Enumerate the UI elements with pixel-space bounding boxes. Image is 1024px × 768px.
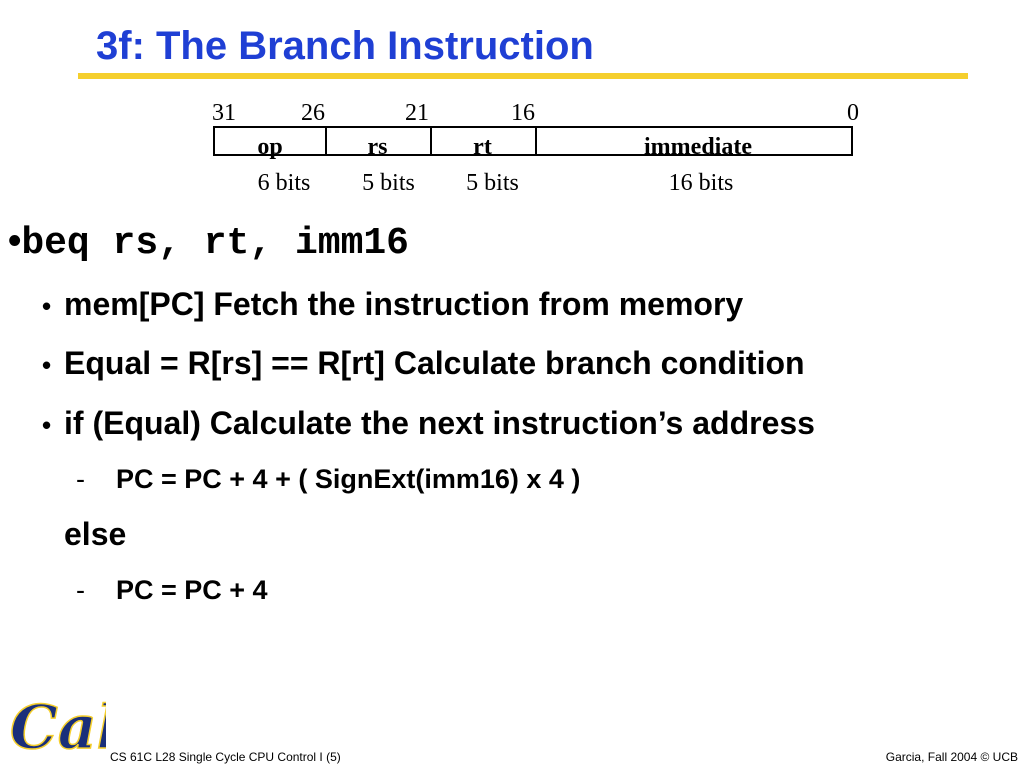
field-immediate: immediate xyxy=(644,134,752,160)
sub-bullet: • Equal = R[rs] == R[rt] Calculate branch… xyxy=(42,343,805,385)
field-divider xyxy=(535,128,537,154)
bit-position-21: 21 xyxy=(405,100,429,126)
field-rt: rt xyxy=(473,134,492,160)
bullet-dot-icon: • xyxy=(42,410,52,440)
bit-position-0: 0 xyxy=(847,100,859,126)
field-immediate-width: 16 bits xyxy=(668,170,734,196)
main-bullet-text: beq rs, rt, imm16 xyxy=(21,222,409,265)
sub-bullet: • mem[PC] Fetch the instruction from memo… xyxy=(42,284,743,326)
footer-credit: Garcia, Fall 2004 © UCB xyxy=(885,750,1018,764)
bit-position-16: 16 xyxy=(511,100,535,126)
cal-logo: Cal xyxy=(9,692,106,764)
bit-position-26: 26 xyxy=(301,100,325,126)
bullet-dot-icon: • xyxy=(42,291,52,321)
field-rs: rs xyxy=(367,134,388,160)
bit-position-31: 31 xyxy=(212,100,236,126)
main-bullet: •beq rs, rt, imm16 xyxy=(8,220,409,265)
sub-bullet-text: Equal = R[rs] == R[rt] Calculate branch … xyxy=(64,345,805,381)
title-underline xyxy=(78,73,968,79)
dash-icon: - xyxy=(76,464,85,494)
field-rs-width: 5 bits xyxy=(362,170,415,196)
slide-title: 3f: The Branch Instruction xyxy=(96,24,594,68)
sub-bullet-text: if (Equal) Calculate the next instructio… xyxy=(64,405,815,441)
field-divider xyxy=(325,128,327,154)
dash-icon: - xyxy=(76,575,85,605)
sub-bullet-text: mem[PC] Fetch the instruction from memor… xyxy=(64,286,744,322)
format-box xyxy=(213,126,853,156)
footer-course: CS 61C L28 Single Cycle CPU Control I (5… xyxy=(110,750,341,764)
bullet-dot-icon: • xyxy=(42,350,52,380)
else-step: - PC = PC + 4 xyxy=(76,573,268,607)
field-divider xyxy=(430,128,432,154)
bullet-dot-icon: • xyxy=(8,220,22,262)
else-label: else xyxy=(64,516,127,552)
then-step-text: PC = PC + 4 + ( SignExt(imm16) x 4 ) xyxy=(116,464,581,494)
cal-logo-text: Cal xyxy=(10,693,106,763)
then-step: - PC = PC + 4 + ( SignExt(imm16) x 4 ) xyxy=(76,462,580,496)
field-op-width: 6 bits xyxy=(257,170,311,196)
sub-bullet: • if (Equal) Calculate the next instructi… xyxy=(42,403,815,445)
else-step-text: PC = PC + 4 xyxy=(116,575,268,605)
field-rt-width: 5 bits xyxy=(466,170,519,196)
field-op: op xyxy=(257,134,283,160)
